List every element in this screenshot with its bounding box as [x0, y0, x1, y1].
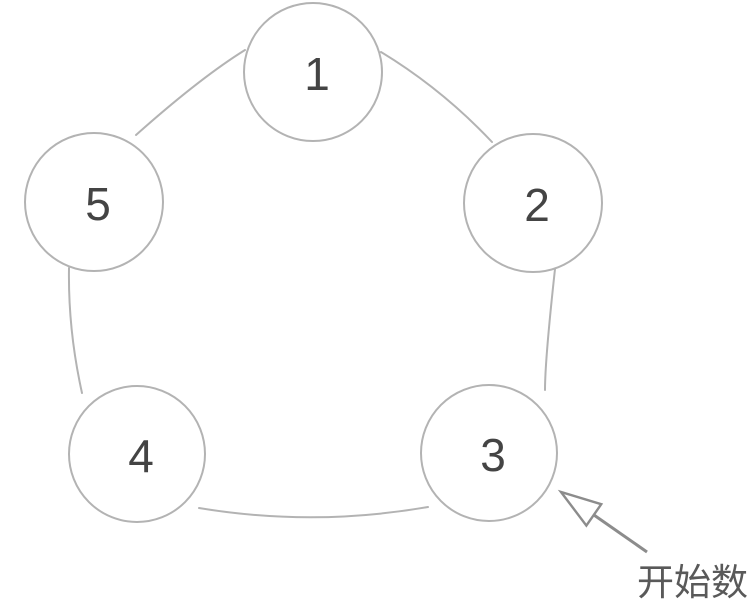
edge-3-to-4 [198, 506, 429, 519]
start-pointer-label: 开始数 [637, 561, 748, 603]
node-4-label: 4 [128, 430, 154, 482]
node-3[interactable]: 3 [420, 384, 558, 522]
node-1-label: 1 [304, 48, 330, 100]
node-layer: 1 2 3 4 5 [24, 2, 603, 523]
node-5-label: 5 [85, 178, 111, 230]
node-3-label: 3 [480, 429, 506, 481]
node-4[interactable]: 4 [68, 385, 206, 523]
node-4-circle[interactable] [68, 385, 206, 523]
start-pointer-annotation: 开始数 [557, 489, 748, 603]
edge-layer [67, 49, 556, 519]
edge-4-to-5 [67, 267, 83, 394]
start-pointer-arrow-shaft [589, 511, 648, 554]
edge-2-to-3 [544, 268, 556, 391]
start-pointer-arrow-head [557, 489, 604, 528]
node-1[interactable]: 1 [243, 2, 383, 142]
node-2[interactable]: 2 [463, 133, 603, 273]
edge-1-to-2 [380, 51, 493, 143]
node-2-label: 2 [524, 179, 550, 231]
node-3-circle[interactable] [420, 384, 558, 522]
node-5-circle[interactable] [24, 132, 164, 272]
node-1-circle[interactable] [243, 2, 383, 142]
node-5[interactable]: 5 [24, 132, 164, 272]
node-2-circle[interactable] [463, 133, 603, 273]
edge-5-to-1 [135, 49, 246, 136]
